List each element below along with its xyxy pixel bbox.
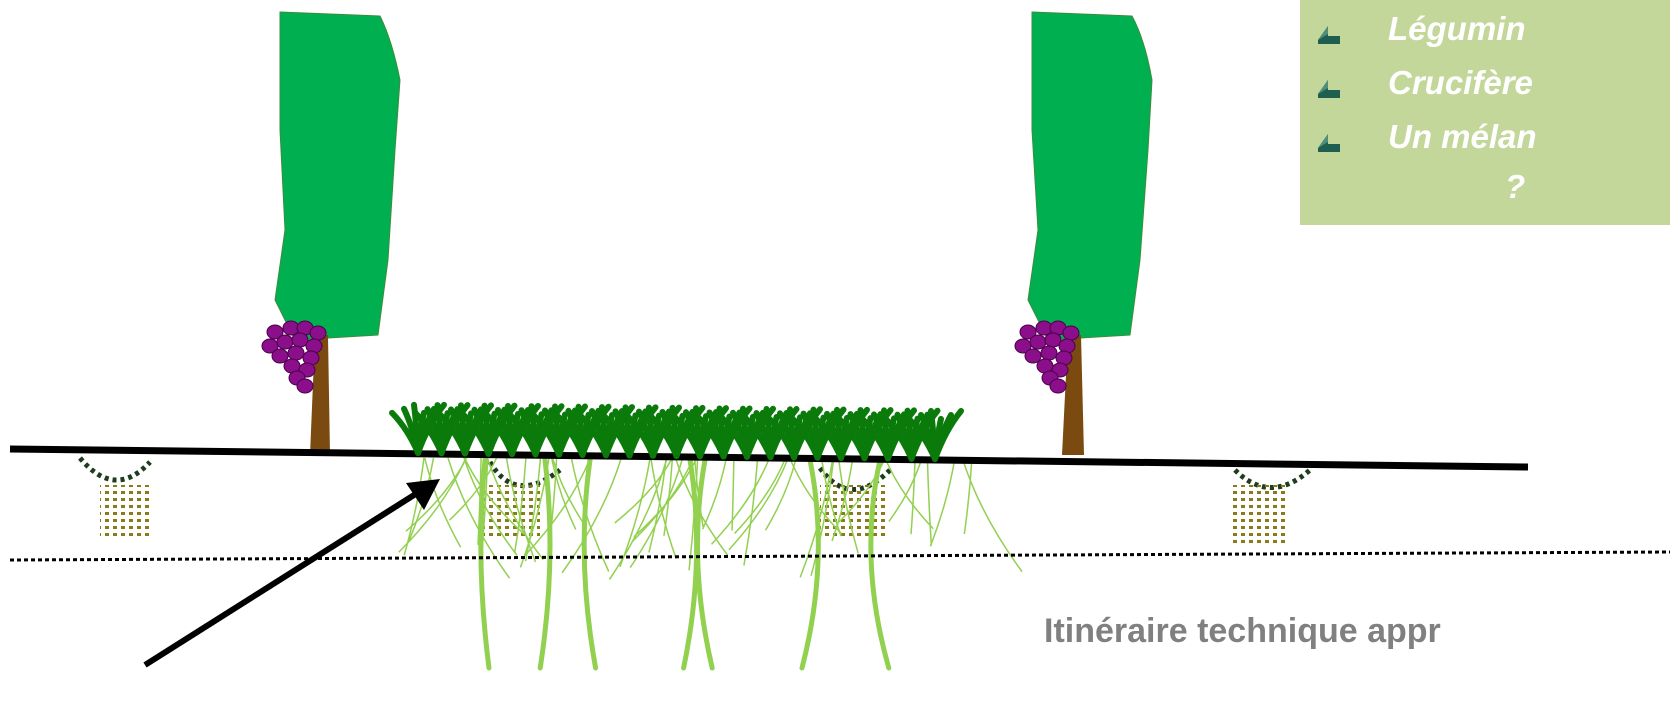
tap-root xyxy=(540,460,550,668)
fine-root xyxy=(735,458,786,533)
vine-canopy xyxy=(1028,12,1152,340)
arrow-bullet-icon xyxy=(1318,26,1340,44)
arrow-bullet-icon xyxy=(1318,80,1340,98)
legend-bullets xyxy=(1318,26,1340,152)
vine-canopy xyxy=(275,12,400,340)
cover-crop-tufts xyxy=(392,405,961,459)
tap-root xyxy=(698,460,713,668)
fine-root xyxy=(930,458,955,546)
pointer-arrow xyxy=(145,479,440,665)
fine-root xyxy=(703,458,727,529)
tap-root xyxy=(584,460,595,668)
arrow-bullet-icon xyxy=(1318,134,1340,152)
vine-right xyxy=(1015,12,1152,455)
fine-root xyxy=(885,458,933,529)
fine-root xyxy=(889,458,922,521)
depth-line xyxy=(10,552,1670,560)
vine-left xyxy=(262,12,400,455)
fine-root xyxy=(620,458,650,567)
fine-root xyxy=(927,458,931,545)
fine-root xyxy=(744,458,758,566)
fine-root xyxy=(911,458,915,534)
